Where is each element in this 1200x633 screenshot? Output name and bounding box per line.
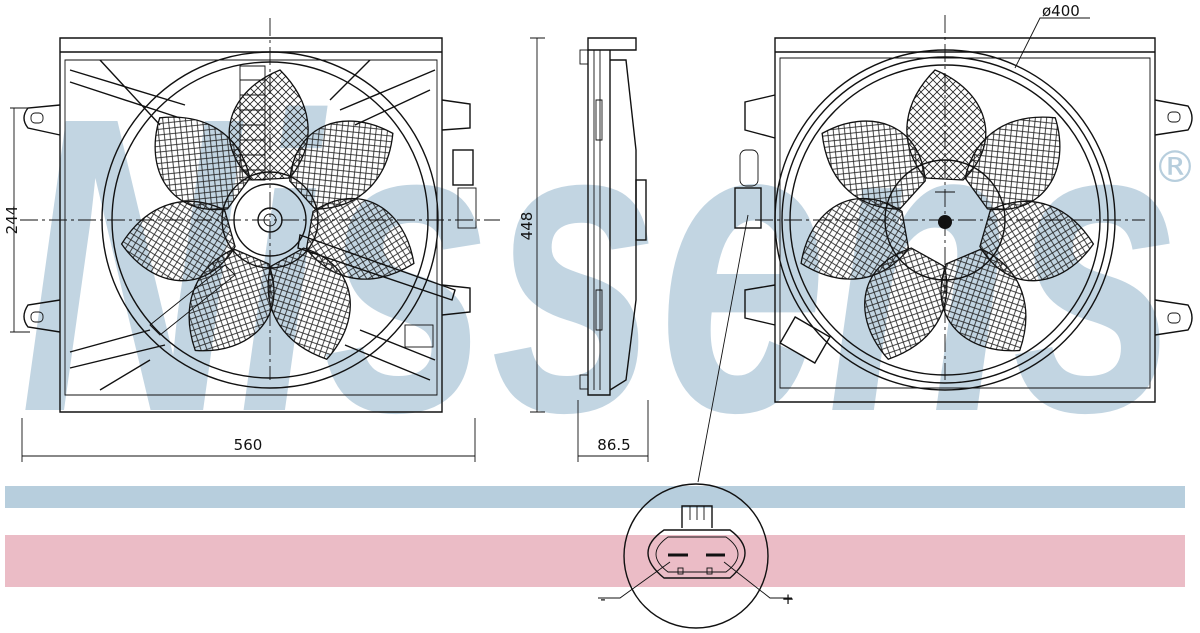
connector-minus-label: - (600, 590, 605, 608)
rear-view (734, 15, 1193, 403)
side-dimensions (577, 400, 649, 462)
dim-fan-diameter: ø400 (1042, 2, 1080, 20)
registered-mark: ® (1153, 142, 1197, 193)
dim-height-left: 244 (3, 206, 21, 235)
front-view (20, 18, 500, 413)
front-dimensions (10, 37, 545, 462)
dim-depth: 86.5 (597, 436, 630, 454)
side-view (579, 37, 647, 396)
dim-width-front: 560 (234, 436, 263, 454)
dim-height-overall: 448 (518, 212, 536, 241)
connector-plus-label: + (782, 590, 795, 608)
blue-band (5, 486, 1185, 508)
connector-detail (598, 214, 792, 629)
red-band (5, 535, 1185, 587)
